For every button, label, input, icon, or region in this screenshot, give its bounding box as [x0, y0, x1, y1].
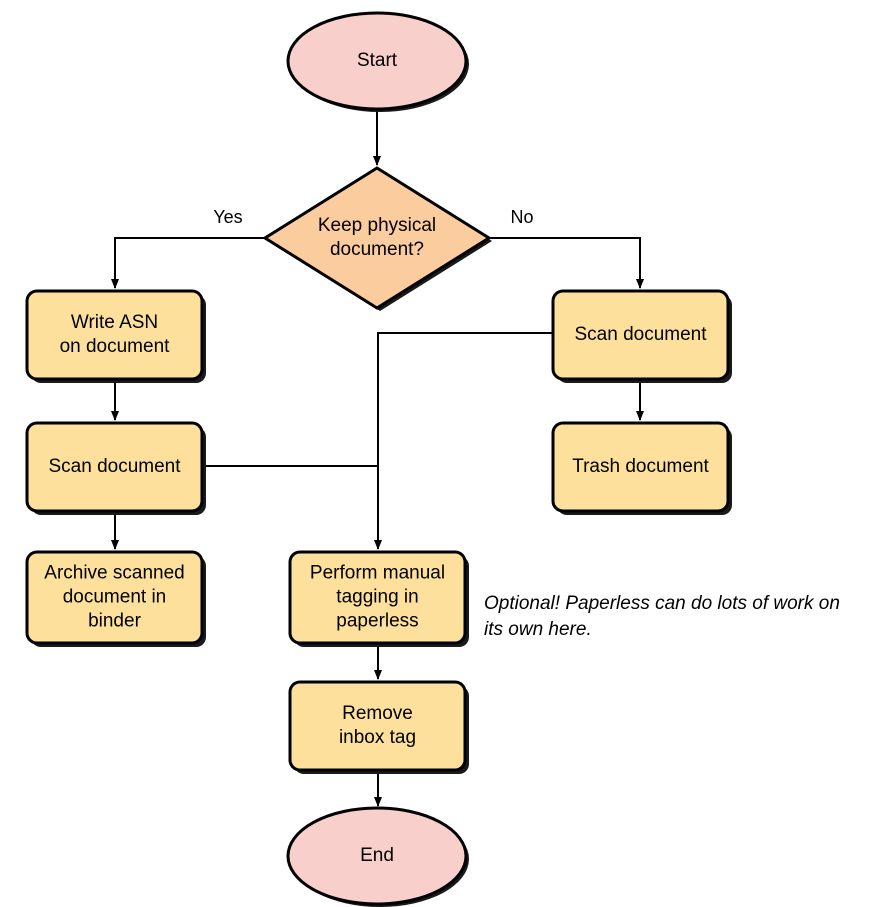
process-scan-document-left[interactable]: Scan document — [25, 421, 206, 515]
edges-layer: Yes No — [111, 110, 644, 807]
edge-scan-document-right-to-tagging — [374, 332, 553, 550]
edge-decision-no-to-scan-right-line — [489, 237, 644, 289]
process-trash-document[interactable]: Trash document — [551, 421, 732, 515]
process-trash-document-label: Trash document — [572, 456, 709, 477]
start-node-shape[interactable] — [286, 11, 468, 111]
process-scan-document-right[interactable]: Scan document — [551, 289, 732, 383]
process-scan-document-left-shape[interactable] — [25, 421, 204, 513]
start-node[interactable]: Start — [286, 11, 469, 112]
process-trash-document-shape[interactable] — [551, 421, 730, 513]
process-scan-document-right-shape[interactable] — [551, 289, 730, 381]
edge-decision-yes-to-write-asn: Yes — [111, 207, 265, 289]
edge-decision-yes-to-write-asn-line — [111, 237, 265, 289]
process-archive-scanned-document-in-binder-shape[interactable] — [25, 550, 204, 645]
process-scan-document-left-label: Scan document — [48, 456, 181, 477]
edge-decision-no-to-scan-right: No — [489, 207, 644, 289]
start-node-label: Start — [357, 50, 398, 71]
process-remove-inbox-tag-shape[interactable] — [288, 680, 467, 772]
decision-keep-physical-document-shape[interactable] — [262, 166, 492, 310]
process-scan-document-right-label: Scan document — [574, 324, 707, 345]
annotations-layer: Optional! Paperless can do lots of work … — [484, 593, 840, 640]
edge-decision-no-to-scan-right-label: No — [510, 207, 533, 227]
edge-scan-document-right-to-tagging-line — [374, 332, 553, 550]
end-node-shape[interactable] — [286, 806, 468, 906]
end-node[interactable]: End — [286, 806, 469, 907]
annotation-optional-note: Optional! Paperless can do lots of work … — [484, 593, 840, 640]
edge-decision-yes-to-write-asn-label: Yes — [213, 207, 242, 227]
process-perform-manual-tagging-in-paperless-shape[interactable] — [288, 550, 467, 645]
process-write-asn-on-document-shape[interactable] — [25, 289, 204, 381]
end-node-label: End — [360, 845, 394, 866]
